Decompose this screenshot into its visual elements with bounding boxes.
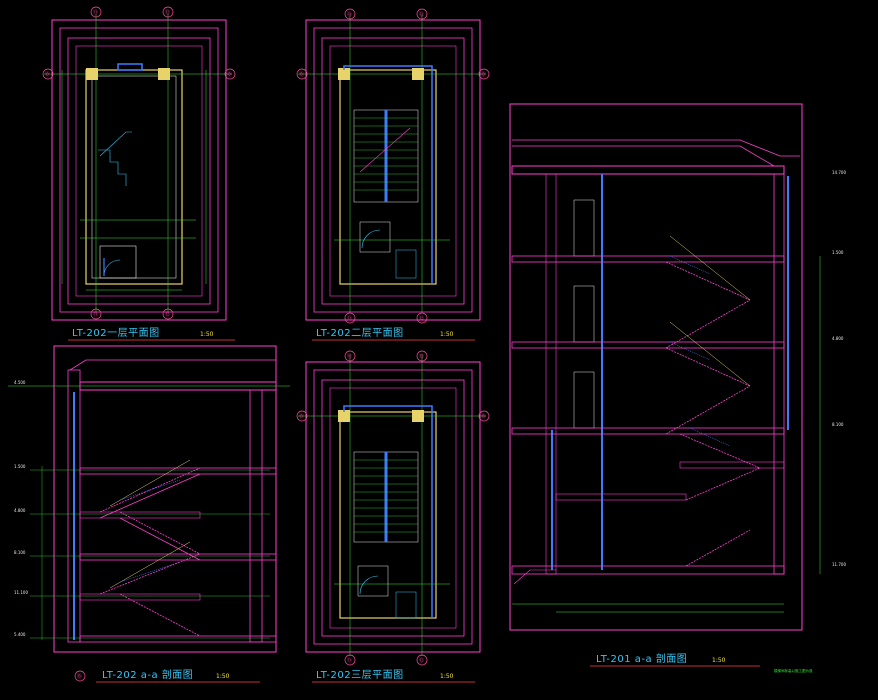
section202-axis-bottom: Ⓑ [77,673,82,680]
level-label: 4.800 [14,508,26,513]
section202-levels: 1.500 4.800 8.100 11.100 5.400 4.500 [14,380,28,637]
plan3-axis-bubbles: ⑪ ⑫ Ⓑ Ⓑ ⑪ ⑫ [296,350,490,666]
plan3-axis-side-right: Ⓑ [481,413,486,420]
plan1-title: LT-202一层平面图 [72,327,160,339]
plan3-scale: 1:50 [440,673,454,680]
section-202: 1.500 4.800 8.100 11.100 5.400 4.500 Ⓑ L… [8,345,290,683]
plan2-scale: 1:50 [440,331,454,338]
level-label: 1.500 [832,250,844,255]
plan3-axis-top-right: ⑫ [419,353,424,360]
plan3-axis-top-left: ⑪ [347,353,352,360]
plan2-axis-side-left: Ⓑ [299,71,304,78]
level-label: 11.100 [14,590,28,595]
section201-title: LT-201 a-a 剖面图 [596,652,687,665]
plan-2: ⑪ ⑫ Ⓑ Ⓑ ⑪ ⑫ LT-202二层平面图 1:50 [296,8,490,341]
plan3-axis-bottom-right: ⑫ [419,657,424,664]
plan2-axis-top-right: ⑫ [419,11,424,18]
plan1-scale: 1:50 [200,331,214,338]
level-label: 4.800 [832,336,844,341]
plan1-axis-side-right: Ⓑ [227,71,232,78]
plan3-title: LT-202三层平面图 [316,669,404,681]
plan2-axis-bubbles: ⑪ ⑫ Ⓑ Ⓑ ⑪ ⑫ [296,8,490,324]
level-label: 11.700 [832,562,846,567]
section202-title: LT-202 a-a 剖面图 [102,668,193,681]
section202-scale: 1:50 [216,673,230,680]
section201-note: 楼梯间标高以施工图为准 [774,668,813,673]
section201-scale: 1:50 [712,657,726,664]
section201-levels: 1.500 4.800 8.100 11.700 14.700 [832,170,846,567]
level-label: 8.100 [832,422,844,427]
plan1-axis-top-right: ⑫ [165,9,170,16]
level-label: 8.100 [14,550,26,555]
level-label: 5.400 [14,632,26,637]
level-label: 1.500 [14,464,26,469]
plan2-axis-bottom-right: ⑫ [419,315,424,322]
plan1-axis-bottom-right: ⑫ [165,311,170,318]
plan3-axis-side-left: Ⓑ [299,413,304,420]
plan3-axis-bottom-left: ⑪ [347,657,352,664]
plan2-axis-bottom-left: ⑪ [347,315,352,322]
section-201: 1.500 4.800 8.100 11.700 14.700 LT-201 a… [509,103,846,673]
plan-3: ⑪ ⑫ Ⓑ Ⓑ ⑪ ⑫ LT-202三层平面图 1:50 [296,350,490,683]
level-label: 14.700 [832,170,846,175]
plan1-axis-side-left: Ⓑ [45,71,50,78]
plan2-title: LT-202二层平面图 [316,327,404,339]
plan1-axis-top-left: ⑪ [93,9,98,16]
plan2-axis-top-left: ⑪ [347,11,352,18]
level-label: 4.500 [14,380,26,385]
plan1-axis-bottom-left: ⑪ [93,311,98,318]
plan-1: ⑪ ⑫ Ⓑ Ⓑ ⑪ ⑫ LT-202一层平面图 1:50 [42,6,236,341]
plan2-axis-side-right: Ⓑ [481,71,486,78]
plan1-axis-bubbles: ⑪ ⑫ Ⓑ Ⓑ ⑪ ⑫ [42,6,236,320]
